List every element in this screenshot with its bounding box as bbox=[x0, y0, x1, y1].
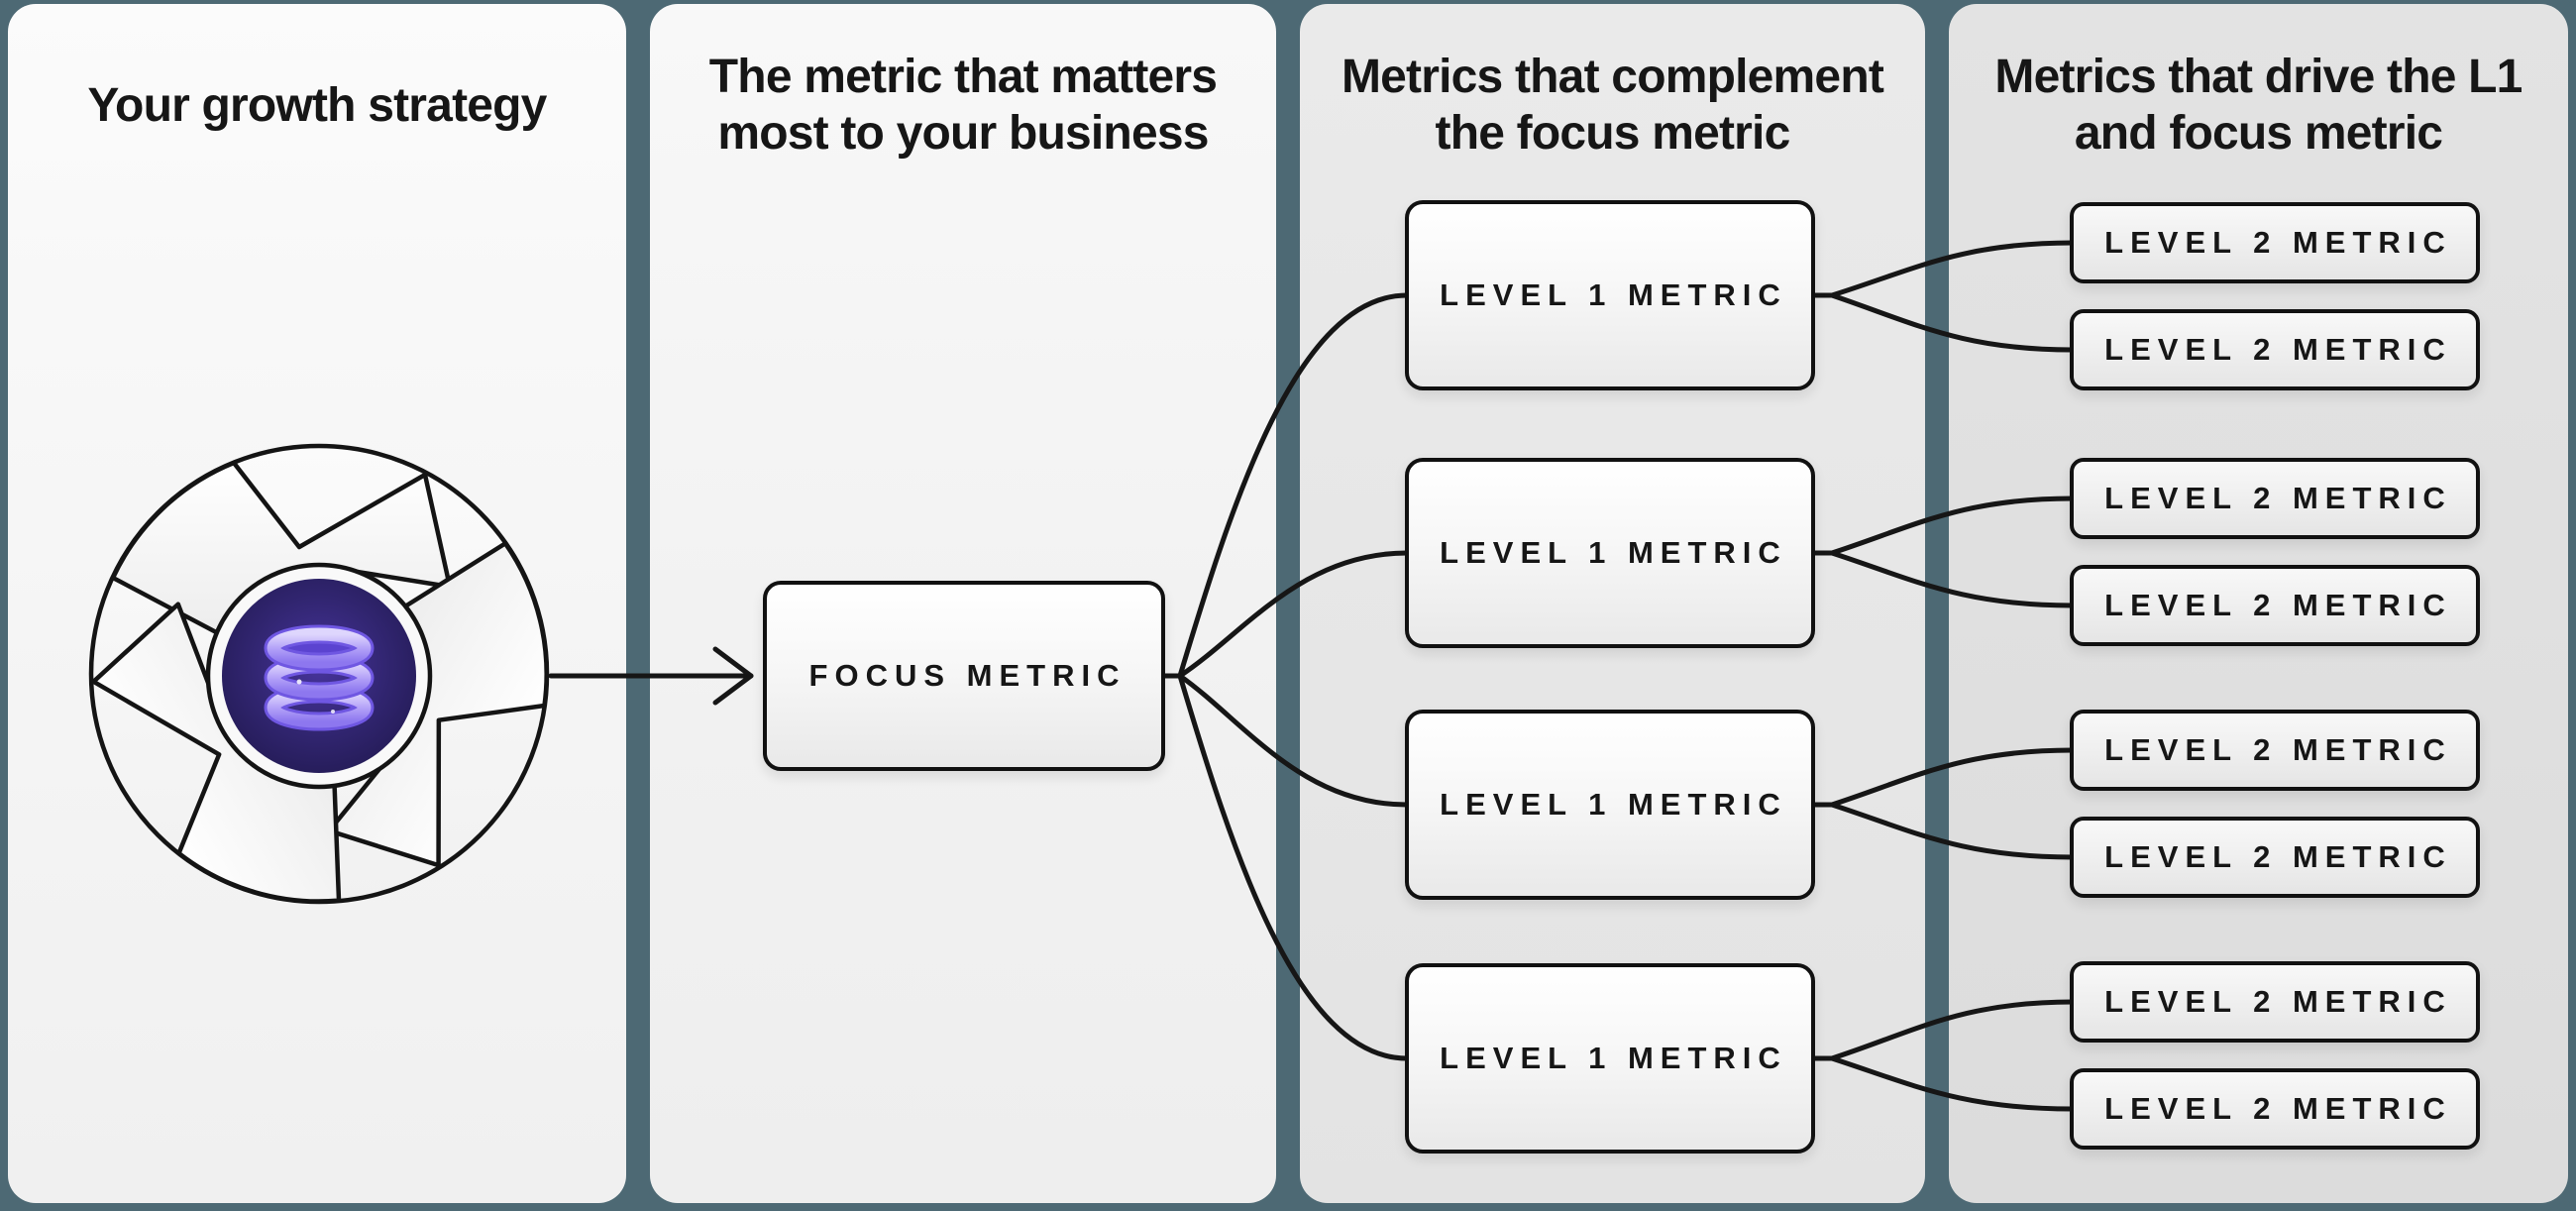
level2-metric-label: LEVEL 2 METRIC bbox=[2104, 984, 2452, 1019]
level2-metric-label: LEVEL 2 METRIC bbox=[2104, 588, 2452, 622]
level2-metric-label: LEVEL 2 METRIC bbox=[2104, 481, 2452, 515]
panel-level1-metrics-title: Metrics that complement the focus metric bbox=[1300, 46, 1925, 165]
panel-focus-metric-title: The metric that matters most to your bus… bbox=[650, 46, 1276, 165]
level1-metric-box-2: LEVEL 1 METRIC bbox=[1405, 458, 1815, 648]
level1-metric-box-3: LEVEL 1 METRIC bbox=[1405, 710, 1815, 900]
level2-metric-box-6: LEVEL 2 METRIC bbox=[2070, 817, 2480, 898]
level1-metric-box-4: LEVEL 1 METRIC bbox=[1405, 963, 1815, 1154]
level2-metric-label: LEVEL 2 METRIC bbox=[2104, 732, 2452, 767]
pinwheel-blades-icon bbox=[91, 460, 549, 904]
title-line: Your growth strategy bbox=[87, 78, 547, 132]
hub-circle bbox=[222, 579, 416, 773]
panel-level2-metrics-title: Metrics that drive the L1 and focus metr… bbox=[1949, 46, 2568, 165]
level2-metric-box-1: LEVEL 2 METRIC bbox=[2070, 202, 2480, 283]
title-line: most to your business bbox=[717, 107, 1209, 160]
level1-metric-label: LEVEL 1 METRIC bbox=[1440, 277, 1787, 312]
growth-loop-icon bbox=[88, 443, 550, 905]
level1-metric-box-1: LEVEL 1 METRIC bbox=[1405, 200, 1815, 390]
level2-metric-box-7: LEVEL 2 METRIC bbox=[2070, 961, 2480, 1043]
level2-metric-box-5: LEVEL 2 METRIC bbox=[2070, 710, 2480, 791]
level1-metric-label: LEVEL 1 METRIC bbox=[1440, 535, 1787, 570]
focus-metric-label: FOCUS METRIC bbox=[808, 658, 1127, 693]
level2-metric-box-2: LEVEL 2 METRIC bbox=[2070, 309, 2480, 390]
level2-metric-box-8: LEVEL 2 METRIC bbox=[2070, 1068, 2480, 1150]
level1-metric-label: LEVEL 1 METRIC bbox=[1440, 787, 1787, 822]
database-icon bbox=[264, 624, 375, 731]
title-line: the focus metric bbox=[1435, 107, 1791, 160]
level2-metric-label: LEVEL 2 METRIC bbox=[2104, 1091, 2452, 1126]
level2-metric-label: LEVEL 2 METRIC bbox=[2104, 332, 2452, 367]
focus-metric-box: FOCUS METRIC bbox=[763, 581, 1165, 771]
title-line: Metrics that complement bbox=[1341, 51, 1884, 103]
title-line: The metric that matters bbox=[708, 51, 1218, 103]
title-line: Metrics that drive the L1 bbox=[1994, 51, 2522, 103]
level2-metric-box-4: LEVEL 2 METRIC bbox=[2070, 565, 2480, 646]
title-line: and focus metric bbox=[2074, 107, 2443, 160]
level1-metric-label: LEVEL 1 METRIC bbox=[1440, 1041, 1787, 1075]
level2-metric-label: LEVEL 2 METRIC bbox=[2104, 225, 2452, 260]
panel-growth-strategy-title: Your growth strategy bbox=[8, 46, 626, 165]
level2-metric-box-3: LEVEL 2 METRIC bbox=[2070, 458, 2480, 539]
level2-metric-label: LEVEL 2 METRIC bbox=[2104, 839, 2452, 874]
